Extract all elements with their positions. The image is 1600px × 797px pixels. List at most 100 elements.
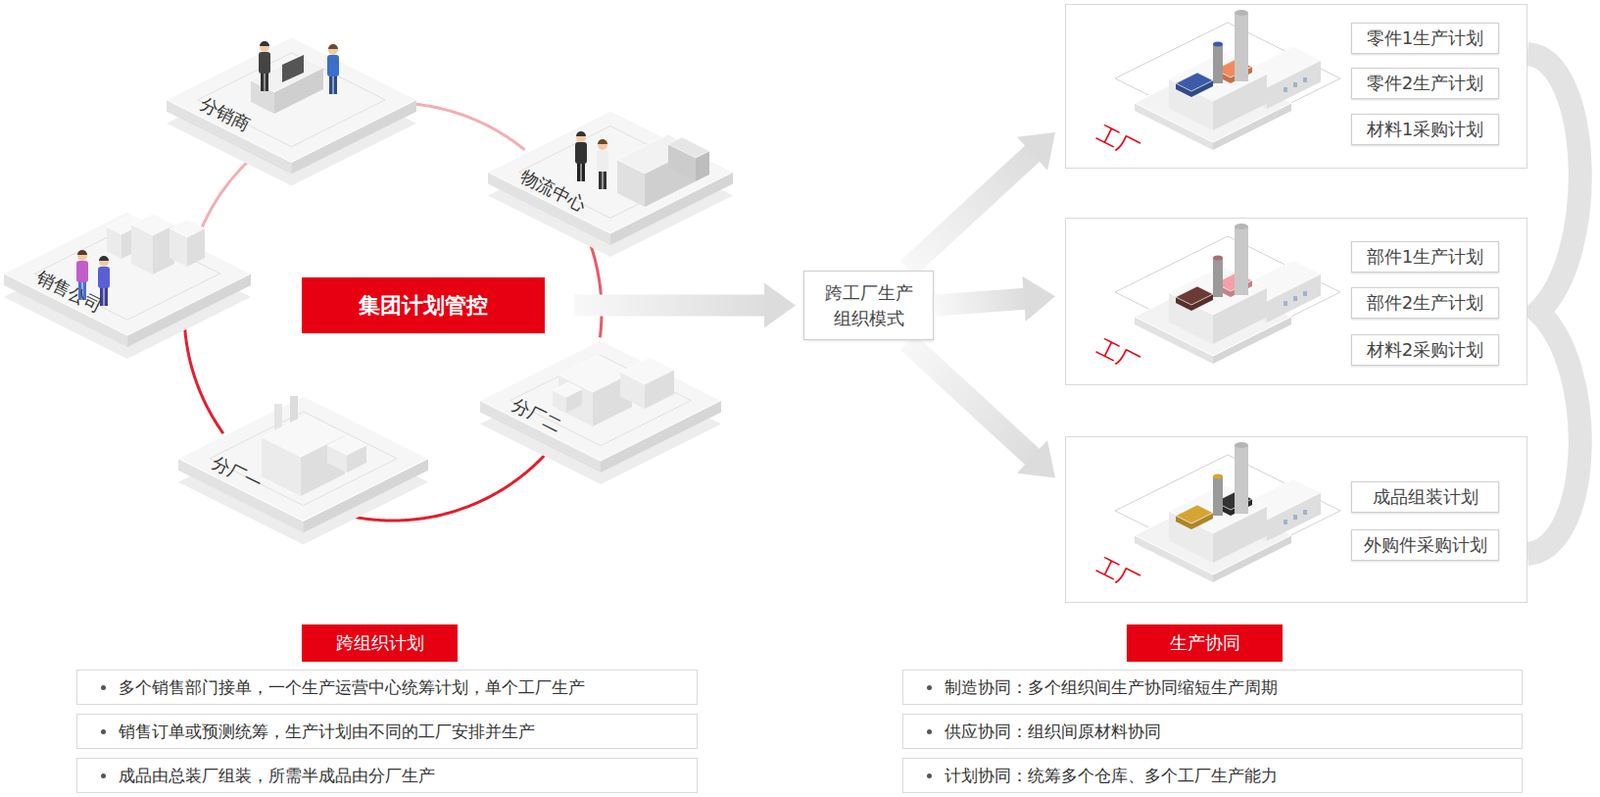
box-label: 生产协同 <box>1169 630 1241 655</box>
box-label: 销售订单或预测统筹，生产计划由不同的工厂安排并生产 <box>118 720 535 743</box>
illustration-part <box>282 54 304 83</box>
illustration-part <box>576 132 586 143</box>
illustration-part <box>552 382 582 397</box>
illustration-part <box>197 52 386 147</box>
bullet-dot <box>926 684 932 690</box>
illustration-part <box>1175 286 1213 305</box>
illustration-part <box>329 74 334 95</box>
box-label: 制造协同：多个组织间生产协同缩短生产周期 <box>944 676 1278 699</box>
illustration-part <box>1212 257 1223 297</box>
illustration-part <box>1212 476 1223 516</box>
bullet-dot <box>100 728 106 734</box>
illustration-part <box>576 131 586 137</box>
illustration-part <box>1212 255 1223 261</box>
flow-arrow <box>935 276 1056 322</box>
box-label: 供应协同：组织间原材料协同 <box>944 720 1162 743</box>
arrow-shaft <box>907 152 1033 269</box>
illustration-part <box>1212 42 1223 48</box>
illustration-part <box>1234 9 1249 16</box>
illustration-part <box>1303 77 1308 83</box>
illustration-part <box>598 169 603 190</box>
bullet-dot <box>926 728 932 734</box>
ring-line <box>184 310 224 434</box>
arrow-shaft <box>935 298 1025 306</box>
illustration-part <box>1283 87 1288 93</box>
illustration-part <box>328 45 339 55</box>
ring-link <box>184 310 224 434</box>
illustration-part <box>77 250 88 261</box>
illustration-part <box>1175 72 1213 92</box>
illustration-part <box>76 260 89 283</box>
bullet-box: 供应协同：组织间原材料协同 <box>902 713 1523 749</box>
illustration-part <box>98 255 109 261</box>
factory-panel: 工厂部件1生产计划部件2生产计划材料2采购计划 <box>1065 217 1528 386</box>
org-tile: 销售公司 <box>3 211 251 369</box>
illustration-part <box>327 435 367 455</box>
illustration-part <box>1175 504 1213 524</box>
box-label: 计划协同：统筹多个仓库、多个工厂生产能力 <box>944 764 1278 787</box>
illustration-part <box>620 357 675 386</box>
box-label: 材料2采购计划 <box>1366 338 1484 362</box>
arrow-head <box>1017 439 1056 479</box>
bullet-dot <box>100 684 106 690</box>
box-label: 零件2生产计划 <box>1366 71 1484 96</box>
illustration-part <box>259 42 270 52</box>
illustration-part <box>1283 300 1288 306</box>
illustration-part <box>510 354 692 445</box>
plan-box: 成品组装计划 <box>1351 481 1500 513</box>
illustration-part <box>260 71 265 92</box>
illustration-part <box>258 51 271 74</box>
box-label: 跨工厂生产组织模式 <box>824 280 914 330</box>
box-label: 部件2生产计划 <box>1366 290 1484 315</box>
illustration-part <box>327 54 340 77</box>
flow-arrow <box>907 132 1056 269</box>
illustration-part <box>1234 12 1249 82</box>
bullet-dot <box>100 773 106 778</box>
illustration-part <box>1234 226 1249 295</box>
illustration-part <box>668 137 710 158</box>
illustration-part <box>209 411 397 506</box>
illustration-part <box>1212 44 1223 84</box>
illustration-part <box>487 110 733 234</box>
illustration-part <box>1293 295 1298 301</box>
illustration-part <box>577 161 582 182</box>
box-label: 外购件采购计划 <box>1363 533 1488 557</box>
illustration-part <box>178 395 429 522</box>
arrow-shaft <box>574 294 766 317</box>
illustration-part <box>265 71 270 92</box>
plan-box: 材料2采购计划 <box>1351 334 1500 366</box>
org-tile: 分厂一 <box>178 395 429 555</box>
arrow-shaft <box>907 341 1033 458</box>
factory-panel: 工厂 成品组装计划外购件采购计划 <box>1065 436 1528 603</box>
illustration-part <box>1234 444 1249 514</box>
illustration-part <box>596 149 609 172</box>
box-label: 部件1生产计划 <box>1366 244 1484 269</box>
arrow-head <box>764 283 796 329</box>
hub-box: 集团计划管控 <box>301 277 545 334</box>
illustration-part <box>328 44 339 49</box>
mode-box: 跨工厂生产组织模式 <box>803 270 934 340</box>
illustration-part <box>169 219 205 238</box>
factory-label: 工厂 <box>1092 550 1145 597</box>
illustration-part <box>518 126 703 219</box>
factory-label: 工厂 <box>1092 118 1145 165</box>
box-label: 零件1生产计划 <box>1366 26 1484 50</box>
brace-bracket <box>1527 53 1581 554</box>
bullet-box: 计划协同：统筹多个仓库、多个工厂生产能力 <box>902 757 1523 793</box>
illustration-part <box>1234 441 1249 448</box>
illustration-part <box>1283 519 1288 525</box>
bullet-box: 制造协同：多个组织间生产协同缩短生产周期 <box>902 669 1523 705</box>
bullet-dot <box>926 773 932 778</box>
plan-box: 部件2生产计划 <box>1351 287 1500 319</box>
box-label: 跨组织计划 <box>336 630 425 655</box>
section-tag: 生产协同 <box>1126 624 1283 662</box>
box-label: 成品组装计划 <box>1372 484 1479 509</box>
illustration-part <box>334 74 339 95</box>
illustration-part <box>98 256 109 267</box>
illustration-part <box>1293 82 1298 88</box>
plan-box: 零件1生产计划 <box>1351 22 1500 54</box>
illustration-part <box>259 41 270 47</box>
ring-line <box>414 103 525 150</box>
illustration-part <box>3 211 251 336</box>
